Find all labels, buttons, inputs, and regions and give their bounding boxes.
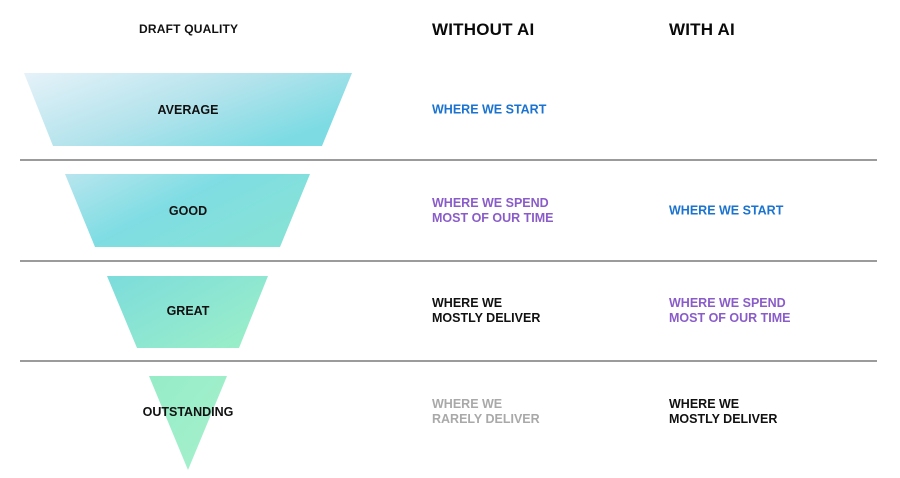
tier-shape-average xyxy=(24,73,352,146)
tier-shape-outstanding xyxy=(149,376,227,470)
cell-line: WHERE WE START xyxy=(669,203,784,218)
cell-line: MOSTLY DELIVER xyxy=(669,412,778,426)
cell-line: WHERE WE SPEND xyxy=(669,296,786,310)
tier-label-good: GOOD xyxy=(168,204,208,218)
row-divider xyxy=(20,260,877,262)
with-ai-good: WHERE WE START xyxy=(669,204,783,219)
cell-line: WHERE WE xyxy=(432,296,503,310)
cell-line: RARELY DELIVER xyxy=(432,412,540,426)
tier-label-outstanding: OUTSTANDING xyxy=(142,405,234,419)
without-ai-average: WHERE WE START xyxy=(432,103,546,118)
without-ai-great: WHERE WE MOSTLY DELIVER xyxy=(432,296,540,326)
with-ai-outstanding: WHERE WE MOSTLY DELIVER xyxy=(669,397,777,427)
cell-line: MOSTLY DELIVER xyxy=(432,311,541,325)
cell-line: WHERE WE xyxy=(669,397,740,411)
tier-shape-great xyxy=(107,276,268,348)
cell-line: WHERE WE xyxy=(432,397,503,411)
without-ai-outstanding: WHERE WE RARELY DELIVER xyxy=(432,397,540,427)
without-ai-good: WHERE WE SPEND MOST OF OUR TIME xyxy=(432,196,554,226)
header-with-ai: WITH AI xyxy=(669,20,735,39)
cell-line: WHERE WE START xyxy=(432,102,547,117)
header-draft-quality: DRAFT QUALITY xyxy=(139,22,239,36)
tier-label-great: GREAT xyxy=(166,304,210,318)
cell-line: WHERE WE SPEND xyxy=(432,196,549,210)
tier-shape-good xyxy=(65,174,310,247)
with-ai-great: WHERE WE SPEND MOST OF OUR TIME xyxy=(669,296,791,326)
row-divider xyxy=(20,360,877,362)
cell-line: MOST OF OUR TIME xyxy=(669,311,791,325)
header-without-ai: WITHOUT AI xyxy=(432,20,535,39)
tier-label-average: AVERAGE xyxy=(157,103,219,117)
cell-line: MOST OF OUR TIME xyxy=(432,211,554,225)
row-divider xyxy=(20,159,877,161)
